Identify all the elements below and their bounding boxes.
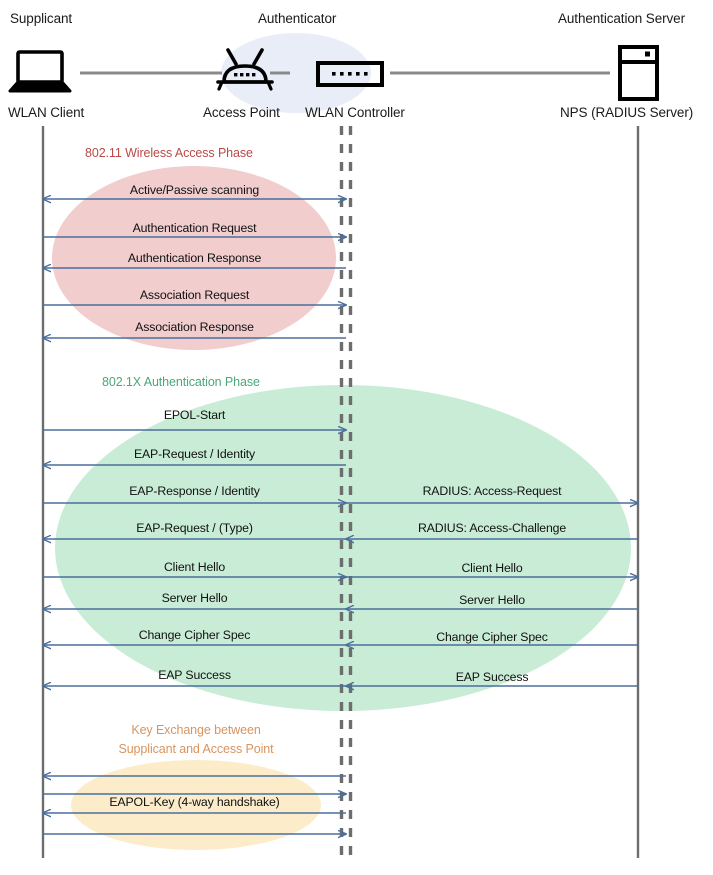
lifelines xyxy=(41,126,640,858)
phase-ellipse-wireless-access xyxy=(52,166,336,350)
messages-server-side xyxy=(346,503,638,686)
message-label-authentication-response: Authentication Response xyxy=(127,251,262,265)
role-title-auth-server: Authentication Server xyxy=(558,11,685,26)
message-label-authentication-request: Authentication Request xyxy=(132,221,257,235)
message-label-association-request: Association Request xyxy=(139,288,250,302)
node-label-wlan-controller: WLAN Controller xyxy=(305,105,405,120)
phase-label-key-exchange-line2: Supplicant and Access Point xyxy=(118,742,274,756)
node-label-nps-server: NPS (RADIUS Server) xyxy=(560,105,694,120)
phase-ellipse-key-exchange xyxy=(71,760,321,850)
phase-label-dot1x: 802.1X Authentication Phase xyxy=(102,375,260,389)
phase-label-wireless-access: 802.11 Wireless Access Phase xyxy=(85,146,253,160)
message-label-radius-access-request: RADIUS: Access-Request xyxy=(422,484,562,498)
message-label-active-passive-scanning: Active/Passive scanning xyxy=(129,183,260,197)
phase-label-key-exchange-line1: Key Exchange between xyxy=(131,723,261,737)
laptop-icon xyxy=(8,50,72,93)
message-label-eapol-key-4-way-handshake: EAPOL-Key (4-way handshake) xyxy=(109,795,280,809)
message-label-server-hello: Server Hello xyxy=(459,593,525,607)
message-label-radius-access-challenge: RADIUS: Access-Challenge xyxy=(417,521,567,535)
message-label-change-cipher-spec: Change Cipher Spec xyxy=(436,630,548,644)
wireless-router-icon xyxy=(216,48,274,91)
node-label-wlan-client: WLAN Client xyxy=(8,105,85,120)
message-label-eap-response-identity: EAP-Response / Identity xyxy=(129,484,260,498)
message-label-client-hello: Client Hello xyxy=(461,561,523,575)
message-label-association-response: Association Response xyxy=(135,320,254,334)
messages-supplicant-side xyxy=(43,199,346,834)
message-label-eap-success: EAP Success xyxy=(455,670,529,684)
message-label-change-cipher-spec: Change Cipher Spec xyxy=(138,628,251,642)
message-label-eap-success: EAP Success xyxy=(158,668,231,682)
controller-icon xyxy=(316,61,384,87)
message-label-epol-start: EPOL-Start xyxy=(163,408,226,422)
server-icon xyxy=(618,45,659,101)
message-label-eap-request-type: EAP-Request / (Type) xyxy=(136,521,253,535)
role-title-supplicant: Supplicant xyxy=(10,11,73,26)
phase-label-key-exchange: Key Exchange between Supplicant and Acce… xyxy=(101,721,291,759)
message-label-client-hello: Client Hello xyxy=(163,560,226,574)
node-label-access-point: Access Point xyxy=(203,105,280,120)
role-title-authenticator: Authenticator xyxy=(258,11,337,26)
message-label-eap-request-identity: EAP-Request / Identity xyxy=(133,447,256,461)
message-label-server-hello: Server Hello xyxy=(161,591,228,605)
